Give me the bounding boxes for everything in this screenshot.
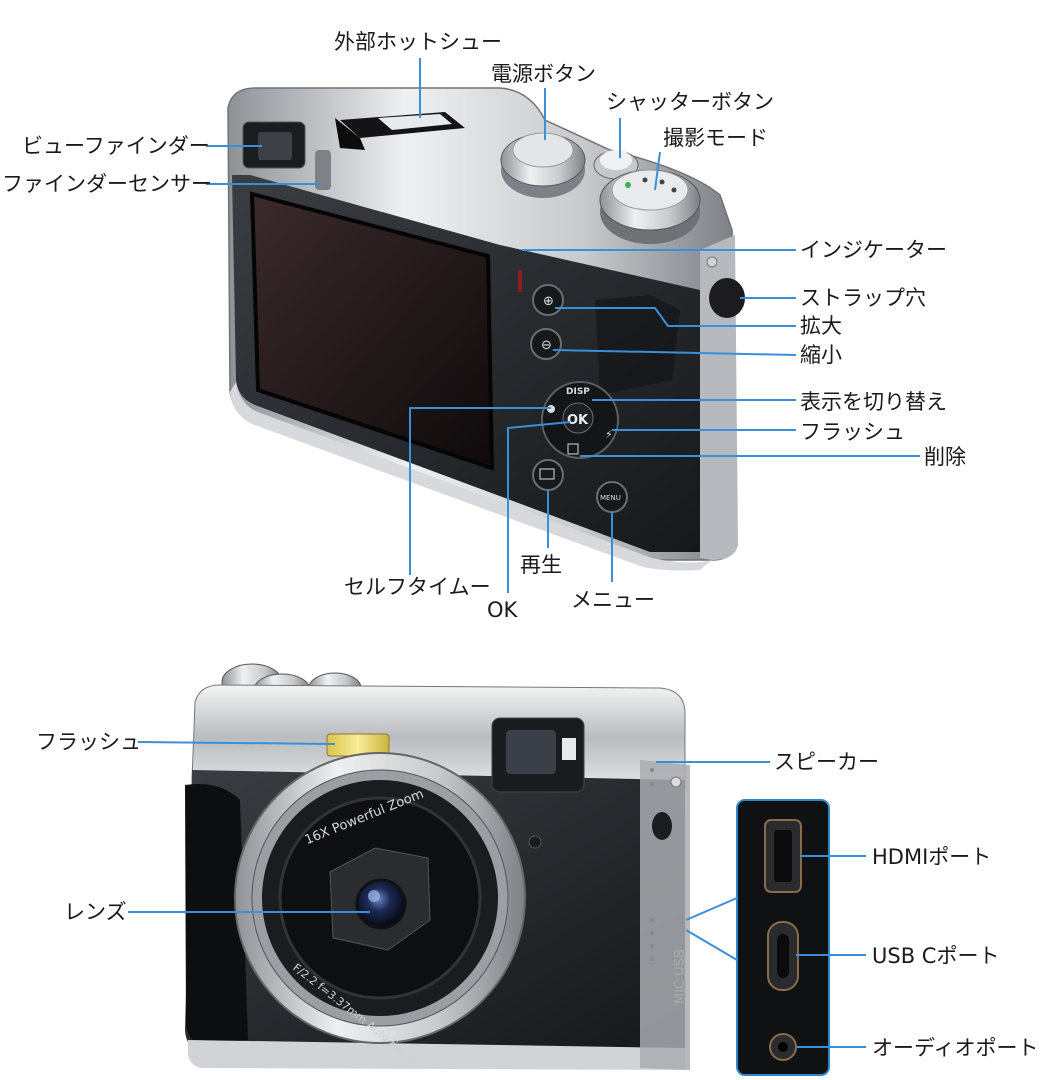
leader-lines [128,58,920,1048]
menu-marking: MENU [600,494,621,502]
label-hot-shoe: 外部ホットシュー [334,30,502,54]
label-ok: OK [487,598,518,622]
svg-text:⚡: ⚡ [605,428,613,441]
ok-marking: OK [567,413,589,428]
label-display-toggle: 表示を切り替え [800,390,947,414]
label-usbc-port: USB Cポート [872,944,1000,968]
label-menu: メニュー [571,588,655,612]
camera-back-view: ⊕ ⊖ DISP OK ⚡ MENU [227,87,745,571]
label-power-button: 電源ボタン [491,62,596,86]
lcd-screen [249,191,495,471]
label-playback: 再生 [520,553,562,577]
svg-text:⊖: ⊖ [541,338,552,353]
svg-text:⊕: ⊕ [543,294,554,309]
label-strap-hole: ストラップ穴 [800,286,926,310]
label-zoom-in: 拡大 [800,314,842,338]
side-port-text: MIC USB [673,949,688,1004]
label-indicator: インジケーター [800,238,947,262]
label-viewfinder: ビューファインダー [22,134,210,158]
port-inset [736,799,830,1076]
label-zoom-out: 縮小 [800,343,842,367]
label-lens: レンズ [64,900,127,924]
label-flash-front: フラッシュ [36,730,141,754]
label-audio-port: オーディオポート [872,1036,1039,1060]
label-delete: 削除 [924,445,966,469]
label-hdmi-port: HDMIポート [872,845,992,869]
label-self-timer: セルフタイムー [344,575,491,599]
disp-marking: DISP [566,387,590,397]
label-speaker: スピーカー [774,750,879,774]
label-flash-back: フラッシュ [800,420,905,444]
camera-front-view: 16X Powerful Zoom F/2.2 f=3.37mm Auto Fo… [185,663,690,1070]
label-finder-sensor: ファインダーセンサー [2,172,212,196]
label-shutter-button: シャッターボタン [606,90,774,114]
label-shooting-mode: 撮影モード [663,126,768,150]
